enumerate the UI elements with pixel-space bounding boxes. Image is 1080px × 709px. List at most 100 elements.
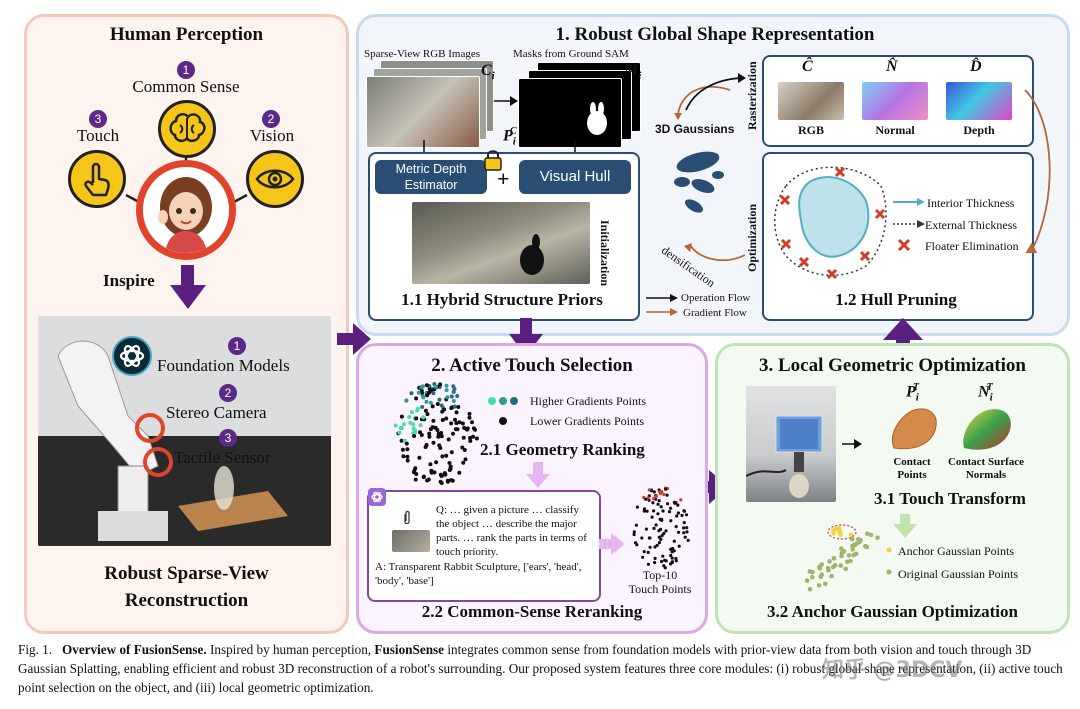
point xyxy=(457,420,462,425)
rasterization-label: Rasterization xyxy=(745,61,759,130)
reranking-title: 2.2 Common-Sense Reranking xyxy=(421,602,643,621)
point xyxy=(412,434,417,438)
point xyxy=(409,410,414,415)
point xyxy=(640,536,644,540)
point xyxy=(420,390,425,395)
point xyxy=(875,535,880,541)
inspire-label: Inspire xyxy=(103,271,155,290)
point xyxy=(669,519,673,523)
point xyxy=(642,550,646,554)
point xyxy=(397,430,402,435)
point xyxy=(684,513,689,517)
point xyxy=(646,562,650,566)
masks-label: Masks from Ground SAM xyxy=(513,48,629,60)
caption-heading: Overview of FusionSense. xyxy=(61,642,207,657)
human-to-pipeline-arrow xyxy=(337,323,371,355)
point xyxy=(650,515,654,519)
n-hat-symbol: N̂ xyxy=(886,58,898,75)
point xyxy=(654,494,659,498)
vision-label: Vision xyxy=(249,126,295,145)
point xyxy=(430,425,435,430)
point xyxy=(838,563,843,568)
point xyxy=(685,530,689,534)
transform-down-arrow xyxy=(893,514,917,538)
anchor-point xyxy=(838,532,843,538)
point xyxy=(664,559,668,563)
point xyxy=(668,506,673,510)
point xyxy=(444,383,449,388)
touch-label: Touch xyxy=(76,126,120,145)
point xyxy=(823,581,828,587)
point xyxy=(437,443,442,448)
point xyxy=(804,578,810,583)
geometry-ranking-title: 2.1 Geometry Ranking xyxy=(480,440,645,459)
anchor-highlight xyxy=(827,524,857,540)
top10-label-line2: Touch Points xyxy=(628,582,692,596)
common-sense-label: Common Sense xyxy=(132,77,240,96)
point xyxy=(447,461,452,465)
n-i-t-letter: N xyxy=(978,383,990,401)
point xyxy=(431,418,436,423)
point xyxy=(846,553,852,558)
point xyxy=(662,492,666,496)
point xyxy=(417,455,422,460)
point xyxy=(444,388,449,393)
brain-icon xyxy=(158,100,216,158)
point xyxy=(468,439,473,443)
depth-label: Depth xyxy=(963,123,995,137)
point xyxy=(432,470,437,475)
point xyxy=(455,427,460,432)
point xyxy=(686,538,690,542)
point xyxy=(413,477,418,482)
point xyxy=(662,564,666,568)
plus-sign: + xyxy=(497,166,510,191)
point xyxy=(462,448,467,452)
qa-question: Q: … given a picture … classify the obje… xyxy=(436,504,587,558)
vision-number: 2 xyxy=(262,110,280,128)
point xyxy=(682,521,686,525)
point xyxy=(439,403,444,408)
point xyxy=(439,434,444,439)
point xyxy=(674,559,678,563)
lower-gradients-label: Lower Gradients Points xyxy=(530,414,644,428)
point xyxy=(652,509,656,513)
point xyxy=(414,472,419,476)
point xyxy=(644,527,648,531)
point xyxy=(461,460,466,465)
point xyxy=(401,454,406,459)
tactile-number: 3 xyxy=(219,429,237,447)
inspire-arrow xyxy=(170,265,206,309)
point xyxy=(653,560,657,565)
point xyxy=(452,404,457,409)
point xyxy=(399,414,404,419)
contact-points-shape xyxy=(892,408,937,450)
flow-legend-lines xyxy=(646,294,678,316)
m-i-letter: M xyxy=(624,62,639,79)
point xyxy=(659,527,663,531)
point xyxy=(474,436,479,441)
point xyxy=(425,412,430,417)
point xyxy=(669,553,673,558)
point xyxy=(661,554,665,558)
point xyxy=(449,406,454,410)
qa-answer: A: Transparent Rabbit Sculpture, ['ears'… xyxy=(375,561,582,587)
point xyxy=(464,427,469,431)
hybrid-priors-image xyxy=(412,202,590,284)
p-i-c-letter: P xyxy=(503,127,513,145)
point xyxy=(427,431,432,436)
point xyxy=(647,488,651,492)
point xyxy=(463,457,468,462)
point xyxy=(467,415,472,420)
point xyxy=(428,462,433,467)
p-i-t-letter: P xyxy=(906,383,916,401)
point xyxy=(635,505,639,509)
p-i-t-symbol: PiT xyxy=(906,382,919,404)
point xyxy=(679,498,683,502)
gradient-return-arrow xyxy=(1024,89,1051,254)
point xyxy=(657,499,661,503)
point xyxy=(399,438,404,443)
point xyxy=(425,478,430,483)
point xyxy=(435,428,440,432)
point xyxy=(655,543,659,547)
point xyxy=(405,447,410,452)
